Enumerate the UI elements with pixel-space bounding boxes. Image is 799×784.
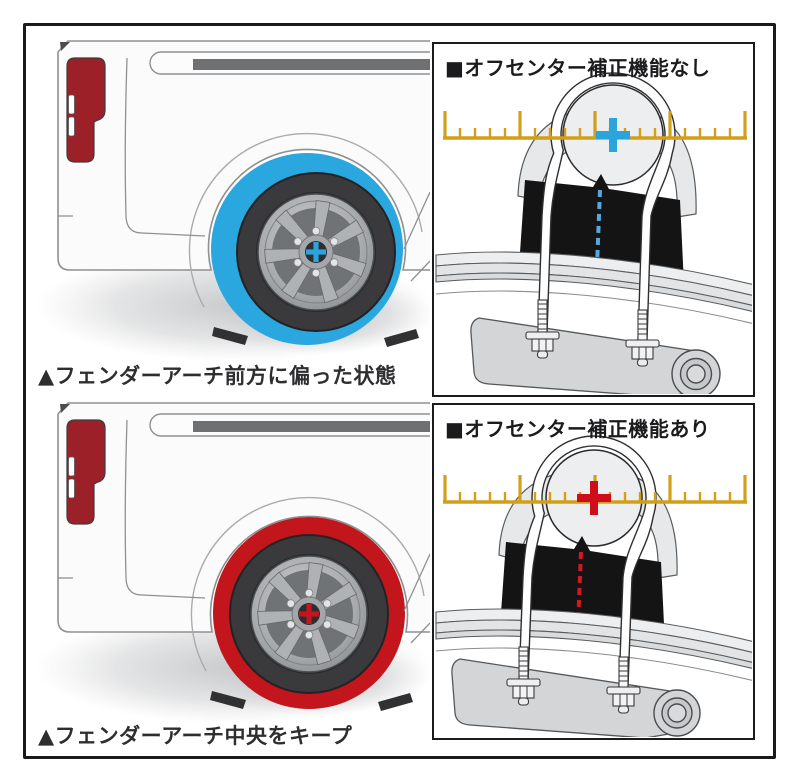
- body-crease-lines: [58, 419, 430, 644]
- car-body-outline: [57, 40, 430, 271]
- red-cross-marker: [577, 481, 611, 515]
- measuring-ruler: [443, 111, 747, 140]
- tail-light-reflectors: [68, 94, 75, 137]
- u-bolt-nut-right: [625, 309, 660, 367]
- blue-cross-marker: [596, 118, 630, 152]
- side-molding-stripe: [149, 413, 430, 437]
- arch-mud-guards: [212, 327, 419, 347]
- panel-with-correction: ■オフセンター補正機能あり: [432, 403, 755, 740]
- body-crease-lines: [58, 57, 430, 282]
- panel-title: ■オフセンター補正機能あり: [445, 417, 711, 441]
- tail-light: [66, 57, 106, 163]
- panel-title: ■オフセンター補正機能なし: [445, 56, 711, 80]
- caption-offset-state: ▲フェンダーアーチ前方に偏った状態: [38, 364, 397, 388]
- alloy-wheel: [250, 555, 368, 673]
- roof-corner: [60, 42, 70, 51]
- side-molding-stripe: [149, 51, 430, 75]
- panel-no-correction: ■オフセンター補正機能なし: [432, 42, 755, 397]
- leaf-spring: [435, 608, 752, 681]
- fender-flare-line: [190, 496, 425, 672]
- u-bolt-nut-right: [606, 656, 641, 714]
- roof-corner: [60, 404, 70, 413]
- car-body: [58, 41, 430, 270]
- u-bolt-nut-left: [506, 646, 541, 706]
- axle-diagram-with-correction: [435, 435, 752, 737]
- red-cross-marker: [299, 604, 319, 624]
- car-illustration-centered: [35, 402, 430, 722]
- blue-cross-marker: [306, 242, 326, 262]
- u-bolt: [537, 72, 676, 341]
- car-body-outline: [57, 402, 430, 633]
- axle-diagram-no-correction: [435, 72, 752, 394]
- tail-light-reflectors: [68, 456, 75, 499]
- tail-light: [66, 419, 106, 525]
- arch-mud-guards: [210, 691, 413, 711]
- leaf-spring: [435, 251, 752, 324]
- figure-border: [23, 23, 776, 759]
- bushing-eye: [653, 689, 701, 737]
- u-bolt-nut-left: [525, 299, 560, 359]
- bushing-eye: [671, 349, 721, 394]
- car-illustration-offset: [35, 40, 430, 360]
- fender-flare-line: [188, 132, 423, 308]
- center-dashed-line: [595, 189, 602, 267]
- caption-centered-state: ▲フェンダーアーチ中央をキープ: [38, 724, 353, 748]
- alloy-wheel: [257, 193, 375, 311]
